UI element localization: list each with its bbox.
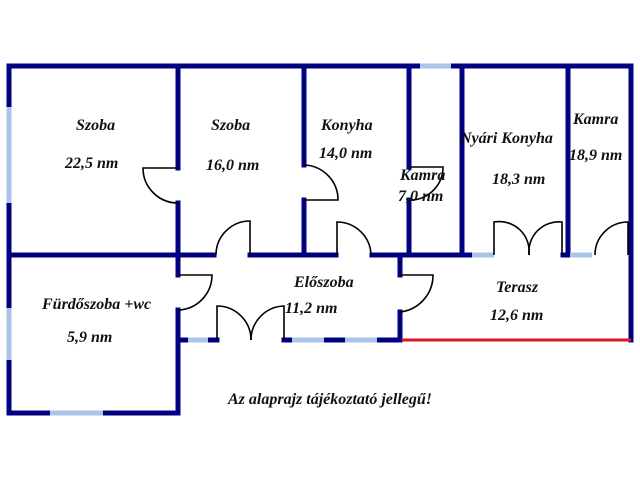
room-name-nyari-konyha: Nyári Konyha xyxy=(460,130,553,147)
walls xyxy=(6,63,634,416)
room-area-szoba-2: 16,0 nm xyxy=(206,157,260,174)
room-area-furdoszoba: 5,9 nm xyxy=(67,329,113,346)
room-name-eloszoba: Előszoba xyxy=(294,274,354,291)
doors xyxy=(142,164,629,341)
room-name-kamra-small: Kamra xyxy=(400,167,446,184)
room-area-terasz: 12,6 nm xyxy=(490,307,544,324)
room-area-kamra-small: 7,0 nm xyxy=(398,188,444,205)
room-name-szoba-2: Szoba xyxy=(211,117,251,134)
room-name-kamra-right: Kamra xyxy=(573,111,619,128)
disclaimer-note: Az alaprajz tájékoztató jellegű! xyxy=(228,391,433,408)
room-name-terasz: Terasz xyxy=(496,279,539,296)
room-area-eloszoba: 11,2 nm xyxy=(285,300,338,317)
room-area-kamra-right: 18,9 nm xyxy=(569,147,623,164)
room-area-nyari-konyha: 18,3 nm xyxy=(492,171,546,188)
windows xyxy=(6,63,592,416)
room-area-konyha: 14,0 nm xyxy=(319,145,373,162)
room-area-szoba-1: 22,5 nm xyxy=(65,155,119,172)
room-name-konyha: Konyha xyxy=(321,117,373,134)
room-name-furdoszoba: Fürdőszoba +wc xyxy=(42,296,152,313)
room-name-szoba-1: Szoba xyxy=(76,117,116,134)
